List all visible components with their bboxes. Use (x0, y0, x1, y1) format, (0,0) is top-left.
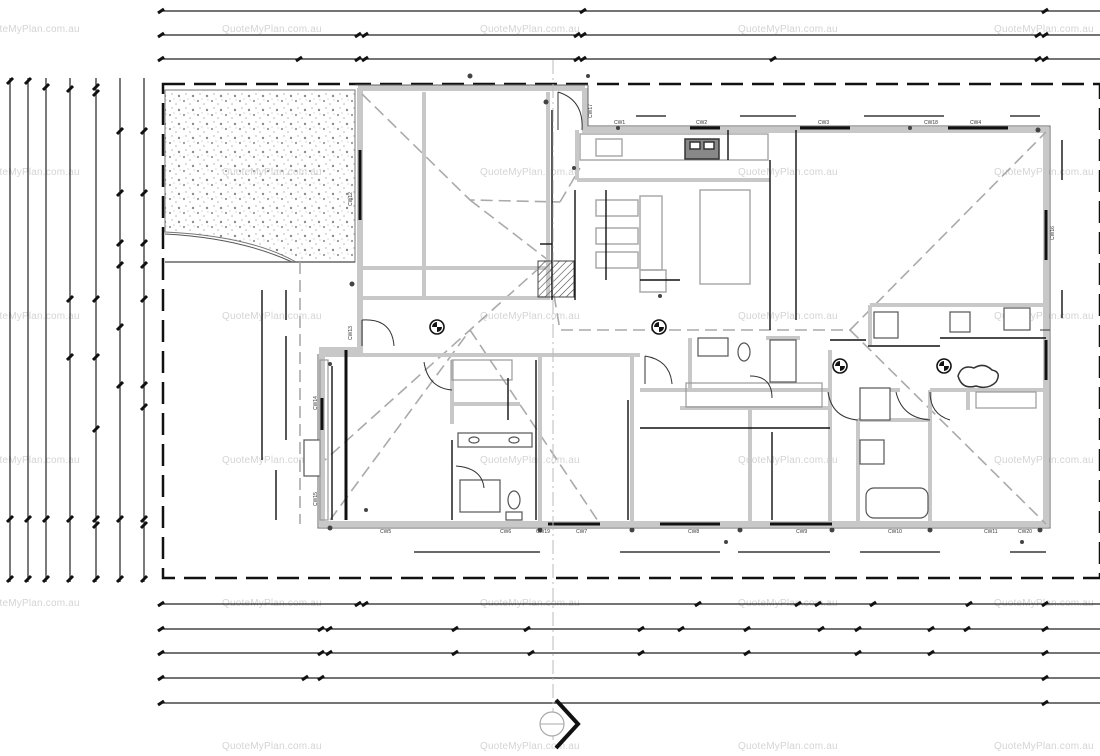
smoke-detector-icon (651, 319, 667, 335)
window-tag: CW9 (796, 529, 807, 535)
window-tags: CW1 CW2 CW3 CW4 CW5 CW6 CW7 CW8 CW9 CW10… (313, 104, 1056, 535)
left-dimension-ticks (5, 76, 149, 584)
window-tag: CW3 (818, 120, 829, 126)
watermark: QuoteMyPlan.com.au (222, 455, 322, 466)
door-swings (361, 91, 1050, 489)
kitchen (579, 133, 769, 293)
compass-arrow-icon (539, 698, 581, 750)
watermark: QuoteMyPlan.com.au (480, 455, 580, 466)
watermark: QuoteMyPlan.com.au (480, 167, 580, 178)
window-tag: CW4 (970, 120, 981, 126)
window-tag: CW7 (576, 529, 587, 535)
bottom-dimension-lines (160, 603, 1100, 704)
downpipes (327, 73, 1043, 544)
window-tag: CW12 (348, 192, 354, 206)
watermark: QuoteMyPlan.com.au (994, 24, 1094, 35)
window-tag: CW20 (1018, 529, 1032, 535)
watermark: QuoteMyPlan.com.au (0, 455, 80, 466)
window-tag: CW6 (500, 529, 511, 535)
gate-swing (164, 233, 293, 263)
window-tag: CW14 (313, 396, 319, 410)
window-tag: CW16 (1050, 226, 1056, 240)
wet-area-fixtures (303, 307, 1031, 521)
left-dimension-lines (9, 78, 145, 582)
smoke-detector-icon (832, 358, 848, 374)
watermark: QuoteMyPlan.com.au (0, 598, 80, 609)
spa-bath (957, 364, 999, 389)
windows (320, 126, 1048, 526)
watermark: QuoteMyPlan.com.au (994, 741, 1094, 752)
external-walls (319, 85, 1049, 527)
watermark: QuoteMyPlan.com.au (222, 741, 322, 752)
watermark: QuoteMyPlan.com.au (0, 167, 80, 178)
window-tag: CW11 (984, 529, 998, 535)
watermark: QuoteMyPlan.com.au (738, 311, 838, 322)
bottom-dimension-ticks (157, 600, 1049, 707)
watermark: QuoteMyPlan.com.au (480, 311, 580, 322)
top-dimension-lines (160, 10, 1100, 60)
window-tag: CW17 (588, 104, 594, 118)
window-tag: CW13 (348, 326, 354, 340)
watermark: QuoteMyPlan.com.au (738, 24, 838, 35)
joinery (319, 359, 1037, 521)
window-tag: CW8 (688, 529, 699, 535)
watermark: QuoteMyPlan.com.au (0, 311, 80, 322)
watermark: QuoteMyPlan.com.au (738, 741, 838, 752)
watermark: QuoteMyPlan.com.au (738, 455, 838, 466)
window-tag: CW1 (614, 120, 625, 126)
window-tag: CW15 (313, 492, 319, 506)
smoke-detector-icon (429, 319, 445, 335)
watermark: QuoteMyPlan.com.au (0, 24, 80, 35)
internal-string-lines (261, 110, 1063, 520)
smoke-detector-icon (936, 358, 952, 374)
window-tag: CW19 (536, 529, 550, 535)
pantry-hatch (537, 260, 575, 298)
dimension-strings (414, 115, 1046, 553)
window-tag: CW18 (924, 120, 938, 126)
window-tag: CW5 (380, 529, 391, 535)
site-boundary (161, 82, 1100, 580)
watermark: QuoteMyPlan.com.au (480, 24, 580, 35)
watermark: QuoteMyPlan.com.au (738, 167, 838, 178)
window-tag: CW10 (888, 529, 902, 535)
external-wall-lines (317, 84, 1051, 529)
window-tag: CW2 (696, 120, 707, 126)
watermark: QuoteMyPlan.com.au (222, 311, 322, 322)
watermark: QuoteMyPlan.com.au (222, 24, 322, 35)
watermark: QuoteMyPlan.com.au (480, 741, 580, 752)
top-dimension-ticks (157, 7, 1049, 63)
